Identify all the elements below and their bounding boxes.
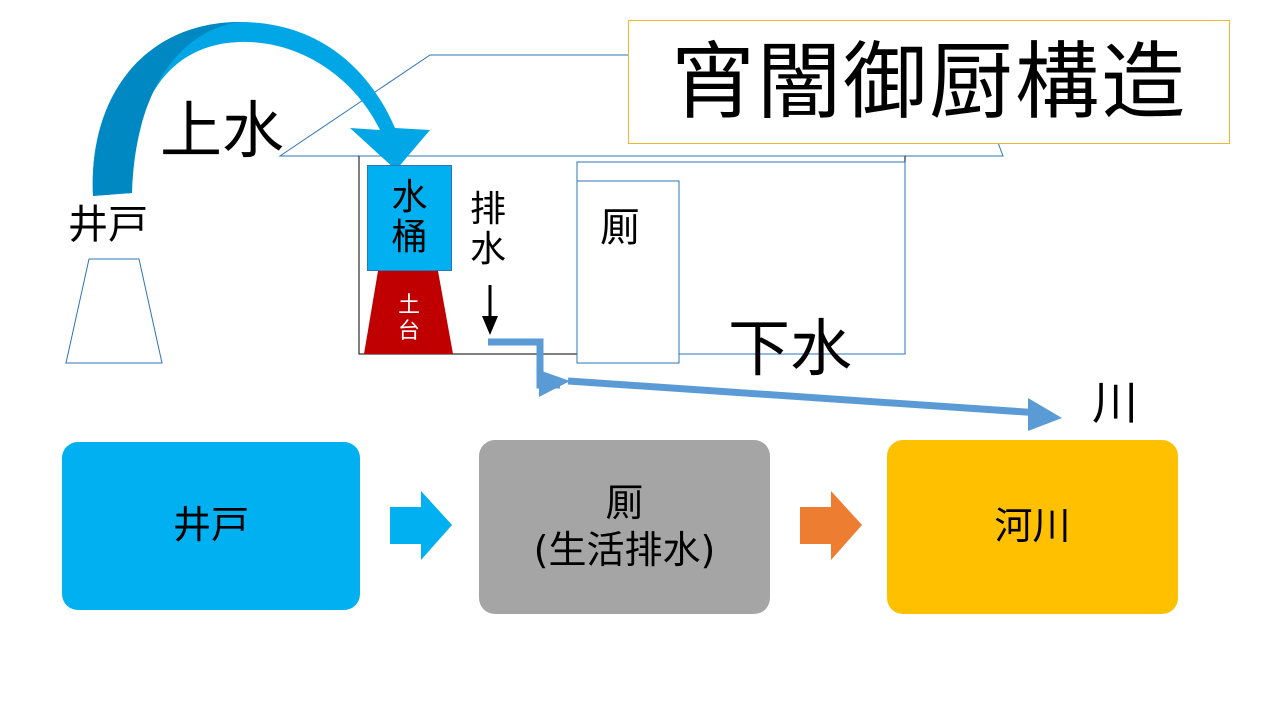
flow-step-label: 厠 [605, 480, 644, 525]
flow-step-well: 井戸 [62, 442, 360, 610]
flow-step-label: 河川 [994, 504, 1071, 549]
flow-step-river: 河川 [887, 440, 1178, 614]
page-title: 宵闇御厨構造 [628, 20, 1230, 144]
flow-step-toilet: 厠 (生活排水) [479, 440, 770, 614]
lower-water-label: 下水 [728, 312, 853, 385]
river-pipe-head [1028, 398, 1062, 431]
water-bucket: 水 桶 [367, 165, 452, 271]
drain-char-2: 水 [470, 228, 507, 270]
river-pipe [567, 377, 1041, 417]
flow-step-label: 井戸 [172, 503, 249, 548]
bucket-char-1: 水 [391, 177, 428, 219]
sewer-pipe-head [539, 370, 570, 397]
upper-water-arrow-shade [92, 22, 241, 196]
well-shape [65, 258, 163, 364]
stand-char-2: 台 [397, 319, 420, 345]
flow-arrow-1 [390, 491, 452, 560]
drain-arrow-head [482, 316, 498, 335]
title-text: 宵闇御厨構造 [670, 33, 1187, 131]
bucket-char-2: 桶 [391, 217, 428, 258]
stand-shape [364, 271, 453, 354]
upper-water-label: 上水 [160, 94, 285, 167]
drain-label: 排 水 [470, 190, 506, 269]
stand-label: 土 台 [383, 293, 435, 346]
drain-char-1: 排 [470, 189, 507, 230]
river-label: 川 [1092, 376, 1138, 430]
toilet-stall [576, 180, 680, 364]
stand-char-1: 土 [397, 293, 420, 318]
well-label: 井戸 [68, 202, 148, 248]
flow-step-sublabel: (生活排水) [533, 528, 716, 572]
upper-water-arrow [92, 22, 431, 196]
toilet-label: 厠 [600, 205, 640, 251]
flow-arrow-2 [800, 491, 862, 560]
